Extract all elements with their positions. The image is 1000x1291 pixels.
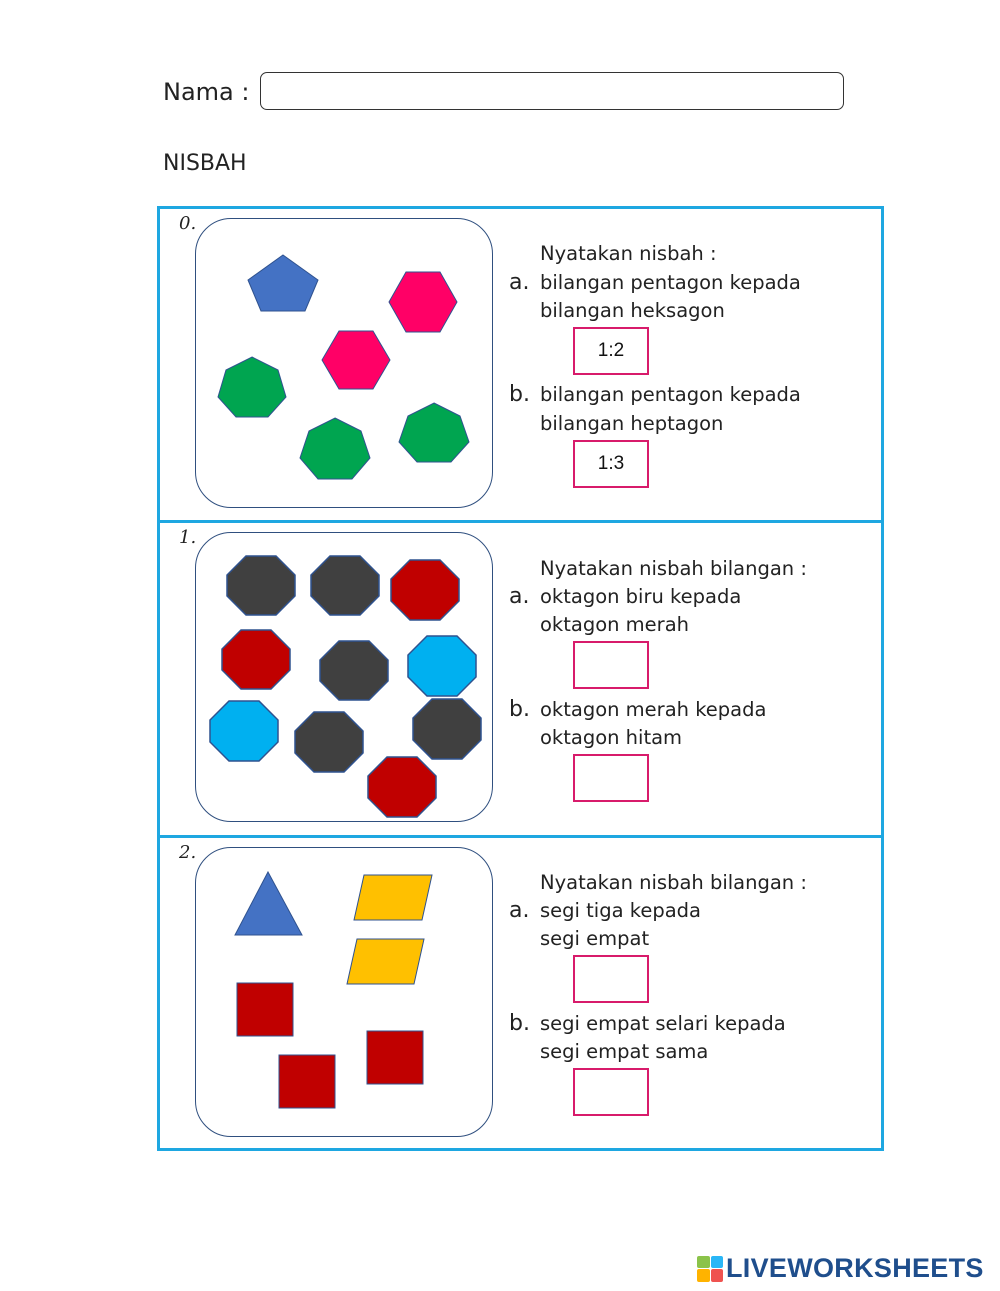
hexagon-shape [321,330,391,390]
hexagon-shape [388,271,458,333]
parallelogram-shape [353,874,433,921]
question-number-0: 0. [179,213,197,234]
octagon-shape [407,635,477,697]
worksheet-frame [157,206,884,1151]
question-2a-line2: segi empat [540,927,650,950]
question-1-intro: Nyatakan nisbah bilangan : [540,557,807,580]
answer-box-0a[interactable]: 1:2 [573,327,649,375]
name-input[interactable] [260,72,844,110]
answer-box-2b[interactable] [573,1068,649,1116]
section-divider [157,520,884,523]
question-number-1: 1. [179,527,197,548]
question-0b-line1: bilangan pentagon kepada [540,383,801,406]
question-2b-line2: segi empat sama [540,1040,709,1063]
octagon-shape [209,700,279,762]
octagon-shape [294,711,364,773]
part-letter: a. [509,270,530,295]
octagon-shape [226,555,296,616]
question-2a-line1: segi tiga kepada [540,899,701,922]
question-1b-line1: oktagon merah kepada [540,698,767,721]
octagon-shape [412,698,482,760]
question-0a-line2: bilangan heksagon [540,299,725,322]
square-shape [366,1030,424,1085]
question-1a-line2: oktagon merah [540,613,690,636]
part-letter: a. [509,584,530,609]
triangle-shape [234,870,303,936]
octagon-shape [367,756,437,818]
question-2b-line1: segi empat selari kepada [540,1012,786,1035]
question-1b-line2: oktagon hitam [540,726,683,749]
question-number-2: 2. [179,842,197,863]
worksheet-title: NISBAH [163,151,247,176]
answer-box-2a[interactable] [573,955,649,1003]
question-0b-line2: bilangan heptagon [540,412,724,435]
name-label: Nama : [163,78,250,106]
heptagon-shape [217,356,287,418]
question-1a-line1: oktagon biru kepada [540,585,742,608]
heptagon-shape [299,417,371,480]
liveworksheets-logo: LIVEWORKSHEETS [697,1253,984,1284]
answer-box-1a[interactable] [573,641,649,689]
octagon-shape [221,629,291,690]
octagon-shape [390,559,460,621]
part-letter: a. [509,898,530,923]
octagon-shape [310,555,380,616]
part-letter: b. [509,1011,530,1036]
answer-box-0b[interactable]: 1:3 [573,440,649,488]
square-shape [278,1054,336,1109]
heptagon-shape [398,402,470,463]
question-0-intro: Nyatakan nisbah : [540,242,717,265]
question-2-intro: Nyatakan nisbah bilangan : [540,871,807,894]
part-letter: b. [509,697,530,722]
square-shape [236,982,294,1037]
parallelogram-shape [346,938,425,985]
answer-box-1b[interactable] [573,754,649,802]
question-0a-line1: bilangan pentagon kepada [540,271,801,294]
octagon-shape [319,640,389,701]
part-letter: b. [509,382,530,407]
section-divider [157,835,884,838]
logo-text: LIVEWORKSHEETS [726,1253,984,1283]
pentagon-shape [247,254,319,312]
logo-tiles-icon [697,1255,723,1282]
